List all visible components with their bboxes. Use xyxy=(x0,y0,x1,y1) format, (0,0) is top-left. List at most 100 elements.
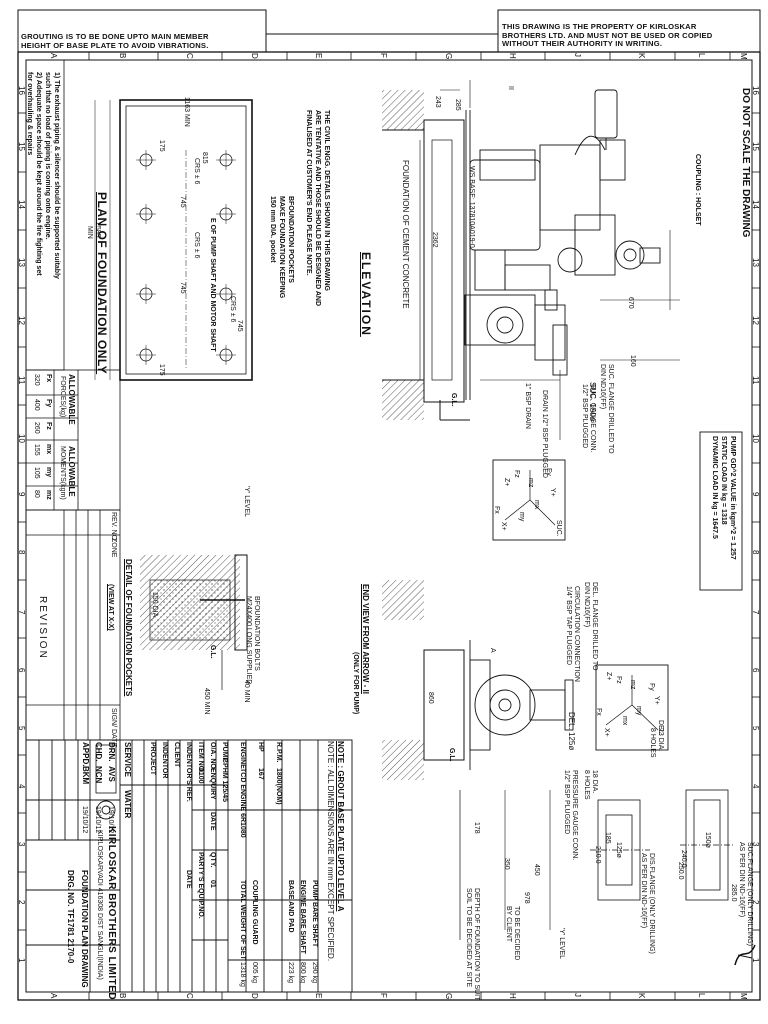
dim-2362: 2362 xyxy=(431,232,438,248)
circulation-label: CIRCULATION CONNECTION 1/4" BSP TAP PLUG… xyxy=(564,586,580,682)
dim-160: 160 xyxy=(629,355,636,367)
weight-name-4: TOTAL WEIGHT OF SET xyxy=(239,880,246,960)
forces-header-fx: Fx xyxy=(45,374,52,383)
pressure-line-1: PRESSURE GAUGE CONN. xyxy=(571,770,578,861)
weight-value-1: 800 kg xyxy=(299,962,306,984)
dim-745a: 745 xyxy=(179,196,186,208)
dim-745b: 745 xyxy=(179,282,186,294)
grid-number-6-right: 6 xyxy=(751,668,760,673)
weight-value-4: 1318 kg xyxy=(239,962,246,987)
civil-note: THE CIVIL ENGG. DETAILS SHOWN IN THIS DR… xyxy=(304,110,331,306)
circulation-line-1: CIRCULATION CONNECTION xyxy=(573,586,580,682)
decided-line-1: TO BE DECIDED xyxy=(513,906,520,961)
axis-xp-1: X+ xyxy=(500,522,507,531)
axis-mx-2: mx xyxy=(621,716,628,726)
grid-letter-f-top: F xyxy=(379,53,388,58)
suc-flange-label: SUC. FLANGE DRILLED TO DIN ND16(FF) xyxy=(598,364,614,454)
depth-line-2: SOIL TO BE DECIDED AT SITE xyxy=(465,888,472,988)
tb-pump-value: CPHM 125/45 xyxy=(221,758,228,802)
grid-letter-g-bottom: G xyxy=(444,993,453,1000)
tb-engine-value: TCD ENGINE 6R1080 xyxy=(239,768,246,838)
weight-value-2: 223 kg xyxy=(287,962,294,984)
dim-210: 210.0 xyxy=(594,846,601,864)
suc-flange-2-label: SUC.FLANGE (ONLY DRILLING) AS PER DIN ND… xyxy=(737,842,753,946)
suc-gauge-line-2: 1/2" BSP PLUGGED xyxy=(581,384,588,449)
grid-number-9-left: 9 xyxy=(17,492,26,497)
grid-number-1-left: 1 xyxy=(17,958,26,963)
grid-number-8-left: 8 xyxy=(17,550,26,555)
tb-hp-label: HP xyxy=(257,742,264,752)
weight-name-1: ENGINE BARE SHAFT xyxy=(299,880,306,954)
dim-243: 243 xyxy=(434,96,441,108)
property-line-2: BROTHERS LTD. AND MUST NOT BE USED OR CO… xyxy=(502,30,713,40)
grid-number-10-left: 10 xyxy=(17,434,26,443)
grid-number-15-right: 15 xyxy=(751,142,760,151)
drain-label: DRAIN 1/2" BSP PLUGGED xyxy=(541,390,548,478)
grid-number-16-right: 16 xyxy=(751,86,760,95)
side-note-4: for overhauling & repairs xyxy=(26,72,33,156)
letter-a: A xyxy=(489,648,496,653)
del-flange-line-1: DEL. FLANGE DRILLED TO xyxy=(591,582,598,671)
dim-min: MIN xyxy=(86,226,93,239)
axis-fy-2: Fy xyxy=(648,683,655,691)
grid-number-6-left: 6 xyxy=(17,668,26,673)
forces-value-fx: 320 xyxy=(33,374,40,386)
del-size-label: DEL. 125ø xyxy=(567,712,576,751)
forces-title-2: FORCES(kg) xyxy=(59,376,66,418)
axis-fx-2: Fx xyxy=(595,708,602,716)
grid-letter-j-bottom: J xyxy=(573,993,582,997)
dim-crs-2: CRS ± 6 xyxy=(193,232,200,259)
depth-line-1: DEPTH OF FOUNDATION TO SUIT xyxy=(473,888,480,1001)
holes-18-label: 18 DIA. 8 HOLES xyxy=(582,770,598,800)
grid-letter-k-top: K xyxy=(637,53,646,59)
bolts-line-1: BFOUNDATION BOLTS xyxy=(253,596,260,671)
del-flange-line-2: DIN ND16(FF) xyxy=(583,582,590,628)
y-level-1: 'Y' LEVEL xyxy=(243,486,250,518)
grouting-line-1: GROUTING IS TO BE DONE UPTO MAIN MEMBER xyxy=(21,32,209,41)
axis-fz-2: Fz xyxy=(615,676,622,684)
civil-line-2: ARE TENTATIVE AND THOSE SHOULD BE DESIGN… xyxy=(314,110,321,307)
pockets-note: BFOUNDATION POCKETS MAKE FOUNDATION KEEP… xyxy=(268,196,295,298)
dim-150-dia: 150 DIA. xyxy=(151,592,158,620)
property-line-1: THIS DRAWING IS THE PROPERTY OF KIRLOSKA… xyxy=(502,22,697,31)
grid-letter-b-bottom: B xyxy=(118,993,127,999)
tb-service-label: SERVICE xyxy=(123,742,132,777)
grouting-note: GROUTING IS TO BE DONE UPTO MAIN MEMBER … xyxy=(21,32,209,50)
end-view-sub: (ONLY FOR PUMP) xyxy=(352,652,359,715)
weight-value-0: 290 kg xyxy=(311,962,318,984)
suc-flange-line-2: DIN ND16(FF) xyxy=(599,364,606,410)
pressure-line-2: 1/2" BSP PLUGGED xyxy=(563,770,570,835)
grid-letter-f-bottom: F xyxy=(379,993,388,998)
roman-ii: II xyxy=(507,86,514,90)
forces-value-fy: 400 xyxy=(33,399,40,411)
tb-date-label: DATE xyxy=(209,812,216,831)
tb-appd-label: APPD. xyxy=(81,742,90,767)
weight-name-2: BASE AND PAD xyxy=(287,880,294,933)
dim-250: 250.0 xyxy=(677,862,684,880)
dim-978: 978 xyxy=(523,892,530,904)
pockets-line-3: 150 mm DIA. pocket xyxy=(269,196,276,263)
grid-number-7-left: 7 xyxy=(17,610,26,615)
axis-mz-1: mz xyxy=(527,478,534,488)
grid-letter-l-top: L xyxy=(697,53,706,58)
company-address: KIRLOSKARVADI 416308 DIST SANGLI(INDIA) xyxy=(96,830,103,980)
tb-date2-label: DATE xyxy=(185,870,192,889)
gd2-line-1: PUMP GD^2 VALUE in kgm^2 = 1.257 xyxy=(729,436,736,560)
detail-title: DETAIL OF FOUNDATION POCKETS xyxy=(124,559,133,697)
tb-rpm-value: 1800(NOM) xyxy=(275,768,282,805)
axis-suc: SUC. xyxy=(555,520,562,537)
drawing-number: DRG. NO. TF1781 2170-0 xyxy=(66,870,75,964)
holes-23-line-1: 23 DIA. xyxy=(657,728,664,752)
drawing-title: FOUNDATION PLAN DRAWING xyxy=(80,870,89,988)
coupling-note: COUPLING : HOLSET xyxy=(694,154,701,226)
axis-fy-1: Fy xyxy=(545,468,552,476)
weight-value-3: 005 kg xyxy=(251,962,258,984)
forces-header-fy: Fy xyxy=(45,399,52,408)
bolts-line-2: M24X400 LONG SUPPLIED xyxy=(245,596,252,685)
property-line-3: WITHOUT THEIR AUTHORITY IN WRITING. xyxy=(502,39,663,49)
tb-indentor-ref: INDENTOR'S REF. xyxy=(185,742,192,802)
tb-drn-value: AVS xyxy=(107,766,116,782)
grid-letter-b-top: B xyxy=(118,53,127,59)
dim-2585: 2585 xyxy=(94,222,101,238)
dim-185: 185 xyxy=(604,832,611,844)
